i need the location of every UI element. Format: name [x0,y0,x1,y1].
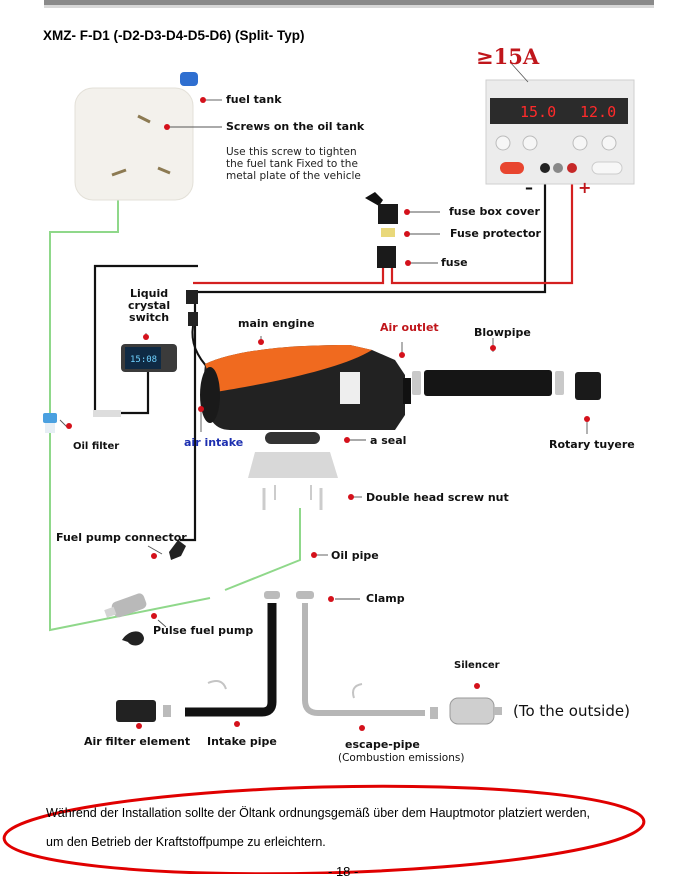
label-a-seal: a seal [370,434,407,447]
label-double-head-screw-nut: Double head screw nut [366,491,509,504]
marker-dot [399,352,405,358]
marker-dot [344,437,350,443]
lcd-time: 15:08 [130,355,157,365]
current-requirement-label: ≥15A [476,44,540,69]
label-pulse-fuel-pump: Pulse fuel pump [153,624,254,637]
label-combustion-emissions: (Combustion emissions) [338,752,465,764]
main-engine-image [200,345,411,444]
lcd-switch-image: 15:08 [93,344,177,417]
silencer-image [430,697,502,725]
marker-dot [136,723,142,729]
label-fuse-protector: Fuse protector [450,227,541,240]
highlight-ellipse [2,784,646,874]
marker-dot [164,124,170,130]
marker-dot [328,596,334,602]
installation-note-line2: um den Betrieb der Kraftstoffpumpe zu er… [46,835,326,849]
label-oil-filter: Oil filter [73,441,120,452]
fuel-tank-image [74,72,198,201]
marker-dot [143,334,149,340]
marker-dot [584,416,590,422]
blowpipe-image [412,370,601,400]
marker-dot [198,406,204,412]
marker-dot [405,260,411,266]
label-blowpipe: Blowpipe [474,326,531,339]
marker-dot [311,552,317,558]
fuel-line [49,200,301,632]
pulse-fuel-pump-image [104,593,147,618]
marker-dot [490,345,496,351]
power-supply-image: 15.0 12.0 [485,61,635,185]
label-rotary-tuyere: Rotary tuyere [549,438,635,451]
marker-dot [66,423,72,429]
label-fuel-tank: fuel tank [226,93,282,106]
label-air-filter-element: Air filter element [84,735,191,748]
label-clamp: Clamp [366,592,405,605]
marker-dot [200,97,206,103]
pump-connector-image [169,540,186,560]
intake-pipe-image [116,591,280,722]
marker-dot [474,683,480,689]
label-air-outlet: Air outlet [380,321,439,334]
fuse-parts-image [365,192,398,268]
marker-dot [151,553,157,559]
screw-note: Use this screw to tighten the fuel tank … [226,146,361,182]
ps-voltage-readout: 12.0 [580,103,616,121]
label-fuse: fuse [441,256,468,269]
label-air-intake: air intake [184,436,244,449]
page-top-border [44,0,654,5]
red-wire [193,175,574,285]
escape-pipe-image [296,591,425,716]
marker-dot [359,725,365,731]
marker-dot [151,613,157,619]
connector-image [186,290,198,304]
installation-note-line1: Während der Installation sollte der Ölta… [46,806,591,820]
mounting-plate-image [248,452,338,510]
marker-dot [404,231,410,237]
ps-current-readout: 15.0 [520,103,556,121]
marker-dot [404,209,410,215]
label-intake-pipe: Intake pipe [207,735,277,748]
label-escape-pipe: escape-pipe [345,738,420,751]
leader-lines [59,99,588,628]
label-silencer: Silencer [454,660,500,671]
label-main-engine: main engine [238,317,315,330]
marker-dot [234,721,240,727]
negative-terminal-sign: – [525,178,533,197]
label-lcd-switch: Liquid crystal switch [128,287,171,324]
label-to-outside: (To the outside) [513,702,630,720]
page-top-border-shadow [44,5,654,8]
page-title: XMZ- F-D1 (-D2-D3-D4-D5-D6) (Split- Typ) [43,28,305,43]
label-oil-pipe: Oil pipe [331,549,379,562]
marker-dot [258,339,264,345]
label-screws-on-tank: Screws on the oil tank [226,120,365,133]
positive-terminal-sign: + [578,178,592,197]
label-fuel-pump-connector: Fuel pump connector [56,531,187,544]
marker-dot [348,494,354,500]
label-fuse-box-cover: fuse box cover [449,205,540,218]
oil-filter-image [43,413,57,433]
page-number: - 18 - [328,864,359,879]
